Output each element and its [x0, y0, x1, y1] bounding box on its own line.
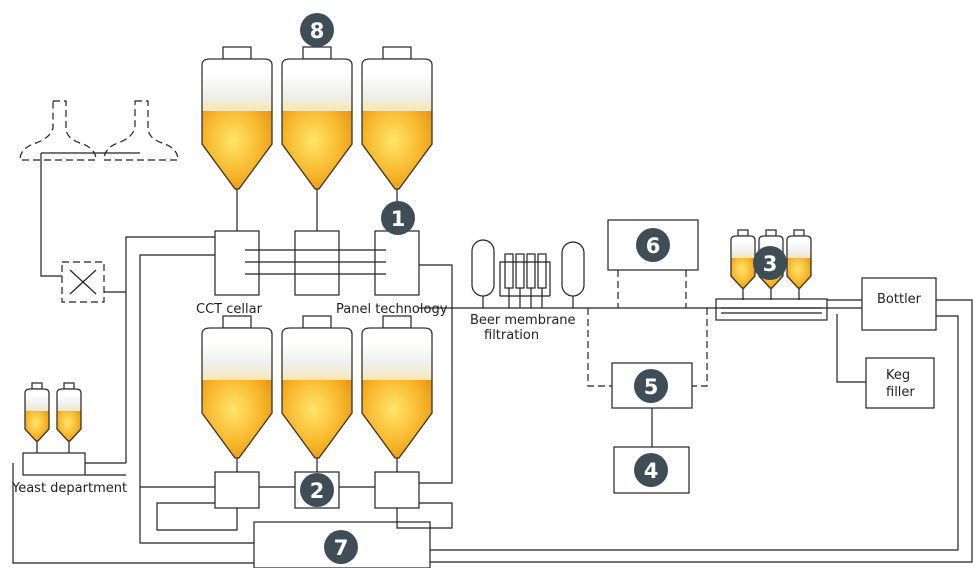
- unit-4-box: [613, 446, 690, 494]
- cct-tanks-top: [202, 47, 432, 196]
- cct-tank: [362, 47, 432, 196]
- badge-3: 3: [753, 246, 787, 280]
- beer-membrane-filtration-unit: [471, 239, 585, 308]
- cct-cellar-label: CCT cellar: [196, 302, 263, 317]
- cct-tank: [362, 316, 432, 465]
- unit-7-box: [253, 521, 431, 568]
- svg-text:4: 4: [644, 459, 659, 483]
- badge-1: 1: [381, 201, 415, 235]
- svg-text:8: 8: [310, 19, 325, 43]
- panel-technology-block: [214, 230, 420, 296]
- keg-filler-box: [865, 357, 935, 409]
- unit-6-box: [607, 219, 699, 271]
- cct-tank: [282, 47, 352, 196]
- bright-beer-tanks: [715, 230, 828, 321]
- cct-tank: [202, 47, 272, 196]
- beer-membrane-filtration-label-line1: Beer membrane: [470, 313, 576, 328]
- svg-text:6: 6: [646, 234, 661, 258]
- beer-membrane-filtration-label-line2: filtration: [484, 328, 539, 343]
- bottler-box: [861, 277, 937, 331]
- piping: [12, 152, 973, 564]
- keg-filler-label-line1: Keg: [886, 368, 910, 383]
- badge-5: 5: [634, 369, 668, 403]
- svg-text:3: 3: [763, 252, 778, 276]
- badge-4: 4: [634, 453, 668, 487]
- badge-7: 7: [324, 530, 358, 564]
- dashed-optional-units: [19, 100, 708, 387]
- badge-8: 8: [300, 13, 334, 47]
- badge-6: 6: [636, 228, 670, 262]
- yeast-department-unit: [22, 383, 86, 476]
- svg-text:2: 2: [310, 479, 325, 503]
- badge-2: 2: [300, 473, 334, 507]
- keg-filler-label-line2: filler: [886, 385, 915, 400]
- cct-tank: [202, 316, 272, 465]
- svg-text:1: 1: [391, 207, 406, 231]
- svg-text:7: 7: [334, 536, 349, 560]
- panel-technology-label: Panel technology: [336, 302, 448, 317]
- bottler-label: Bottler: [877, 292, 922, 307]
- svg-text:5: 5: [644, 375, 659, 399]
- cct-tank: [282, 316, 352, 465]
- yeast-department-label: Yeast department: [11, 481, 127, 496]
- cct-tanks-bottom: [202, 316, 432, 465]
- unit-5-box: [611, 362, 693, 409]
